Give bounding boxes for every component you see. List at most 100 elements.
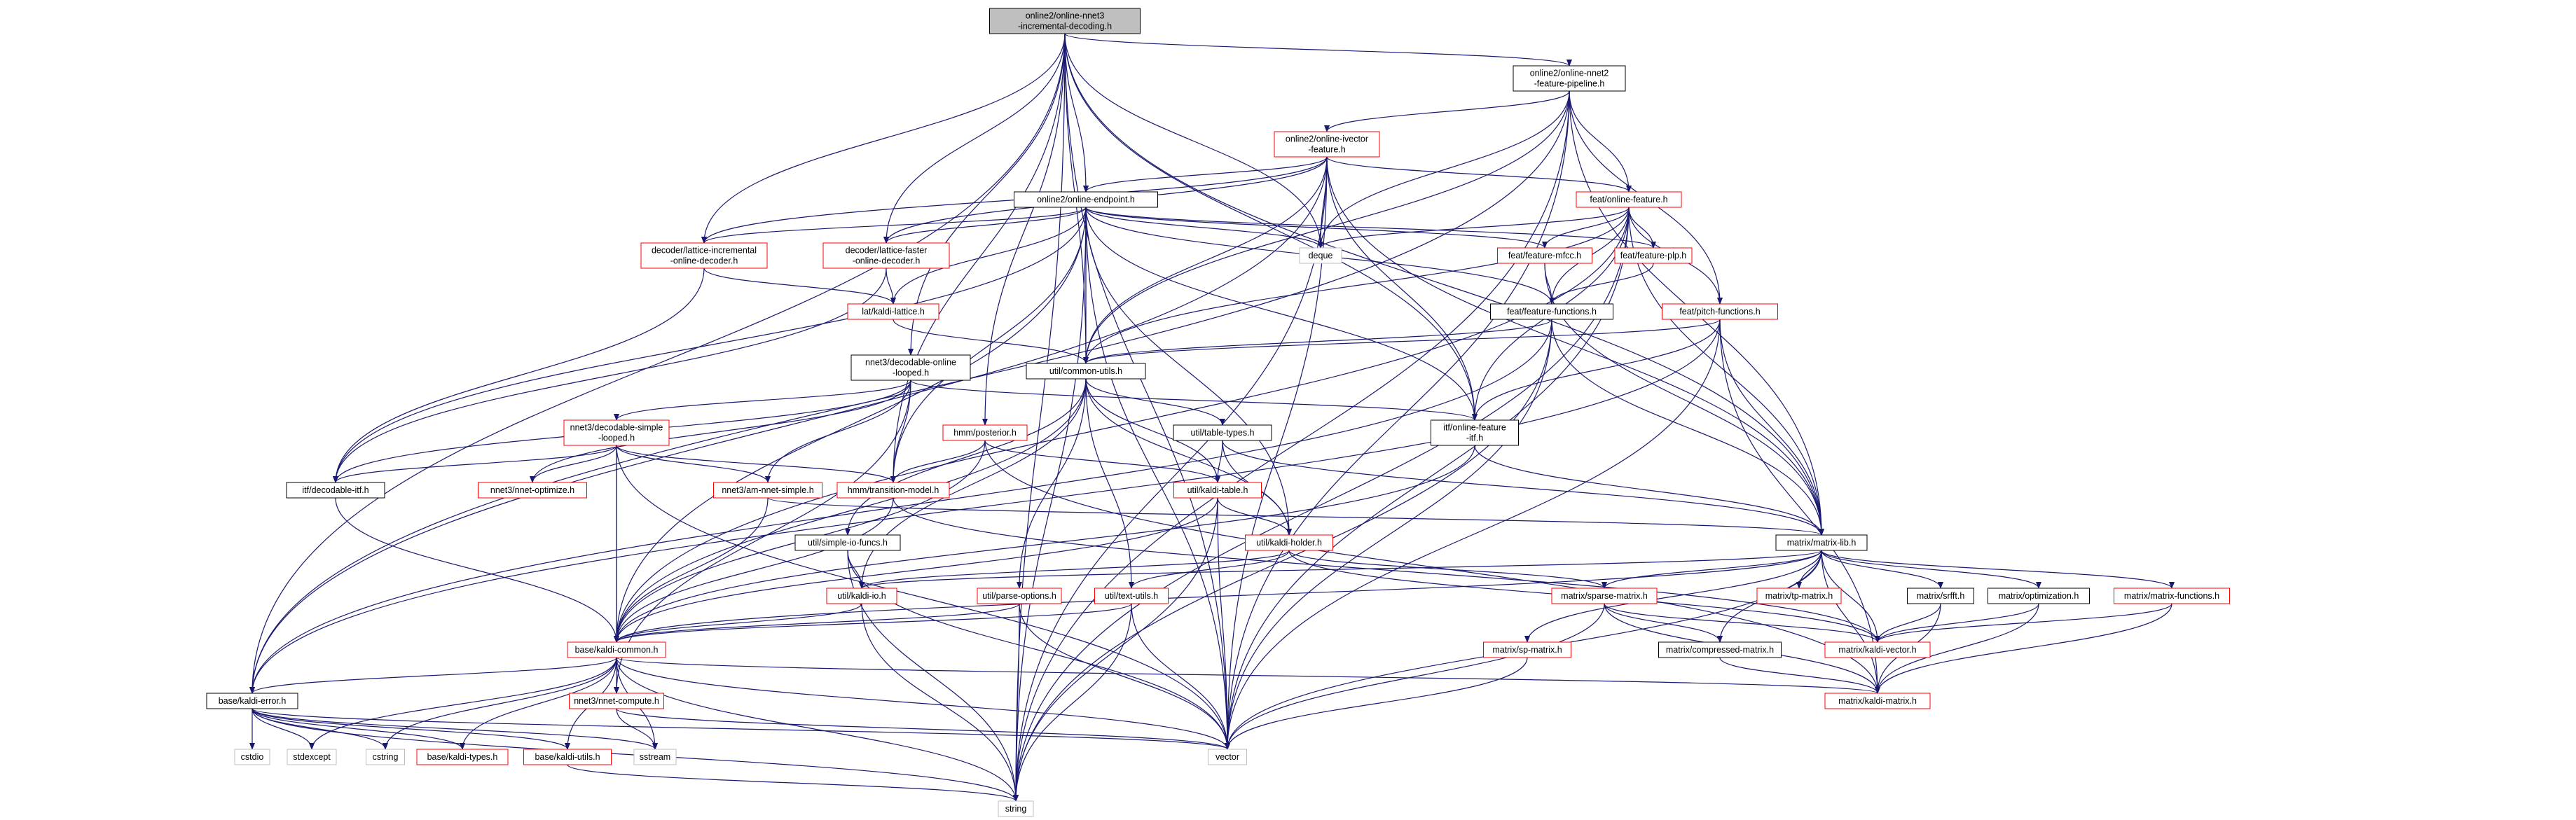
node-moptim[interactable]: matrix/optimization.h [1988, 588, 2090, 604]
edge-endpoint-to-plp [1085, 207, 1656, 249]
node-nnetsimple[interactable]: nnet3/decodable-simple-looped.h [563, 419, 670, 446]
node-box [1658, 641, 1782, 658]
node-posterior[interactable]: hmm/posterior.h [942, 424, 1028, 441]
node-string: string [998, 800, 1034, 817]
node-kalditable[interactable]: util/kaldi-table.h [1173, 482, 1262, 499]
edge-kerror-to-kutils [252, 708, 570, 750]
node-kerror[interactable]: base/kaldi-error.h [206, 693, 298, 709]
edge-onlinefeat-to-vector [1225, 207, 1630, 750]
node-common[interactable]: util/common-utils.h [1026, 363, 1146, 380]
edge-holder-to-kaldiio [859, 550, 1290, 589]
edge-posterior-to-kmatrix [984, 440, 1880, 694]
node-box [1576, 191, 1682, 208]
node-box [1431, 419, 1519, 446]
edge-onlinefeat-to-string [1013, 207, 1630, 802]
node-box [1988, 588, 2090, 604]
node-spmatrix[interactable]: matrix/sp-matrix.h [1483, 641, 1571, 658]
node-srfft[interactable]: matrix/srfft.h [1907, 588, 1974, 604]
node-latinc[interactable]: decoder/lattice-incremental-online-decod… [640, 242, 768, 269]
node-label: matrix/sp-matrix.h [1492, 645, 1562, 655]
node-decloop[interactable]: nnet3/decodable-online-looped.h [850, 354, 971, 381]
node-pitch[interactable]: feat/pitch-functions.h [1662, 303, 1778, 320]
node-holder[interactable]: util/kaldi-holder.h [1245, 534, 1333, 551]
edge-pitch-to-vector [1225, 319, 1721, 750]
edge-pitch-to-mlib [1719, 319, 1824, 536]
node-cstring: cstring [366, 749, 405, 765]
node-kmatrix[interactable]: matrix/kaldi-matrix.h [1824, 693, 1931, 709]
node-kaldilat[interactable]: lat/kaldi-lattice.h [847, 303, 939, 320]
edge-pipeline-to-deque [1318, 90, 1570, 249]
edge-mfcc-to-featfunc [1544, 263, 1555, 305]
node-label: util/parse-options.h [982, 591, 1056, 601]
node-label: util/kaldi-io.h [837, 591, 886, 601]
node-latfast[interactable]: decoder/lattice-faster-online-decoder.h [822, 242, 950, 269]
node-box [1907, 588, 1974, 604]
node-stdexcept: stdexcept [287, 749, 337, 765]
node-box [1245, 534, 1333, 551]
edge-featfunc-to-mlib [1551, 319, 1824, 536]
node-box [569, 693, 664, 709]
node-simpleio[interactable]: util/simple-io-funcs.h [794, 534, 901, 551]
node-compressed[interactable]: matrix/compressed-matrix.h [1658, 641, 1782, 658]
node-onlinefeat[interactable]: feat/online-feature.h [1576, 191, 1682, 208]
edge-featfunc-to-vector [1225, 319, 1552, 750]
node-mfunc[interactable]: matrix/matrix-functions.h [2114, 588, 2230, 604]
edge-simpleio-to-kaldiio [847, 550, 865, 589]
edge-featfunc-to-string [1013, 319, 1552, 802]
node-box [1026, 363, 1146, 380]
node-label: matrix/optimization.h [1999, 591, 2079, 601]
node-label: lat/kaldi-lattice.h [862, 307, 925, 317]
node-itfonline[interactable]: itf/online-feature-itf.h [1431, 419, 1519, 446]
node-vector: vector [1208, 749, 1247, 765]
edge-root-to-string [1013, 33, 1066, 802]
node-parseopt[interactable]: util/parse-options.h [977, 588, 1062, 604]
node-pipeline[interactable]: online2/online-nnet2-feature-pipeline.h [1513, 65, 1626, 92]
edge-ncompute-to-vector [616, 708, 1230, 750]
edge-kalditable-to-vector [1217, 497, 1230, 750]
node-ktypes[interactable]: base/kaldi-types.h [416, 749, 509, 765]
edge-root-to-endpoint [1064, 33, 1089, 193]
edge-kerror-to-ktypes [252, 708, 465, 750]
node-box [836, 482, 950, 499]
edge-layer [249, 33, 2175, 802]
edge-pitch-to-kerror [249, 319, 1721, 694]
node-decitf[interactable]: itf/decodable-itf.h [286, 482, 385, 499]
edge-root-to-mlib [1064, 33, 1824, 536]
edge-endpoint-to-kaldilat [890, 207, 1087, 305]
node-label: feat/feature-functions.h [1507, 307, 1597, 317]
node-kutils[interactable]: base/kaldi-utils.h [523, 749, 612, 765]
node-featfunc[interactable]: feat/feature-functions.h [1490, 303, 1613, 320]
node-sparse[interactable]: matrix/sparse-matrix.h [1551, 588, 1658, 604]
node-kaldiio[interactable]: util/kaldi-io.h [826, 588, 897, 604]
node-mfcc[interactable]: feat/feature-mfcc.h [1497, 247, 1592, 264]
node-label: -feature-pipeline.h [1534, 79, 1605, 89]
node-amnnet[interactable]: nnet3/am-nnet-simple.h [713, 482, 822, 499]
node-tabletypes[interactable]: util/table-types.h [1173, 424, 1272, 441]
node-box [847, 303, 939, 320]
node-label: stdexcept [293, 752, 331, 762]
edge-pipeline-to-vector [1225, 90, 1570, 750]
node-transition[interactable]: hmm/transition-model.h [836, 482, 950, 499]
node-box [989, 8, 1141, 34]
edge-texutils-to-vector [1131, 603, 1230, 750]
edge-kerror-to-cstring [252, 708, 388, 750]
edge-parseopt-to-vector [1019, 603, 1230, 750]
edge-endpoint-to-kcommon [614, 207, 1087, 643]
node-kcommon[interactable]: base/kaldi-common.h [567, 641, 666, 658]
node-layer: online2/online-nnet3-incremental-decodin… [206, 8, 2230, 817]
node-plp[interactable]: feat/feature-plp.h [1614, 247, 1693, 264]
node-endpoint[interactable]: online2/online-endpoint.h [1014, 191, 1158, 208]
node-box [1274, 131, 1380, 158]
node-texutils[interactable]: util/text-utils.h [1094, 588, 1169, 604]
edge-latfast-to-kaldilat [886, 267, 896, 305]
edge-pipeline-to-common [1083, 90, 1570, 364]
node-kvector[interactable]: matrix/kaldi-vector.h [1824, 641, 1931, 658]
node-label: -incremental-decoding.h [1018, 22, 1112, 32]
node-mlib[interactable]: matrix/matrix-lib.h [1775, 534, 1868, 551]
edge-endpoint-to-string [1013, 207, 1087, 802]
node-tpmatrix[interactable]: matrix/tp-matrix.h [1756, 588, 1842, 604]
node-ivector[interactable]: online2/online-ivector-feature.h [1274, 131, 1380, 158]
node-ncompute[interactable]: nnet3/nnet-compute.h [569, 693, 664, 709]
node-optimize[interactable]: nnet3/nnet-optimize.h [478, 482, 587, 499]
node-box [1614, 247, 1693, 264]
